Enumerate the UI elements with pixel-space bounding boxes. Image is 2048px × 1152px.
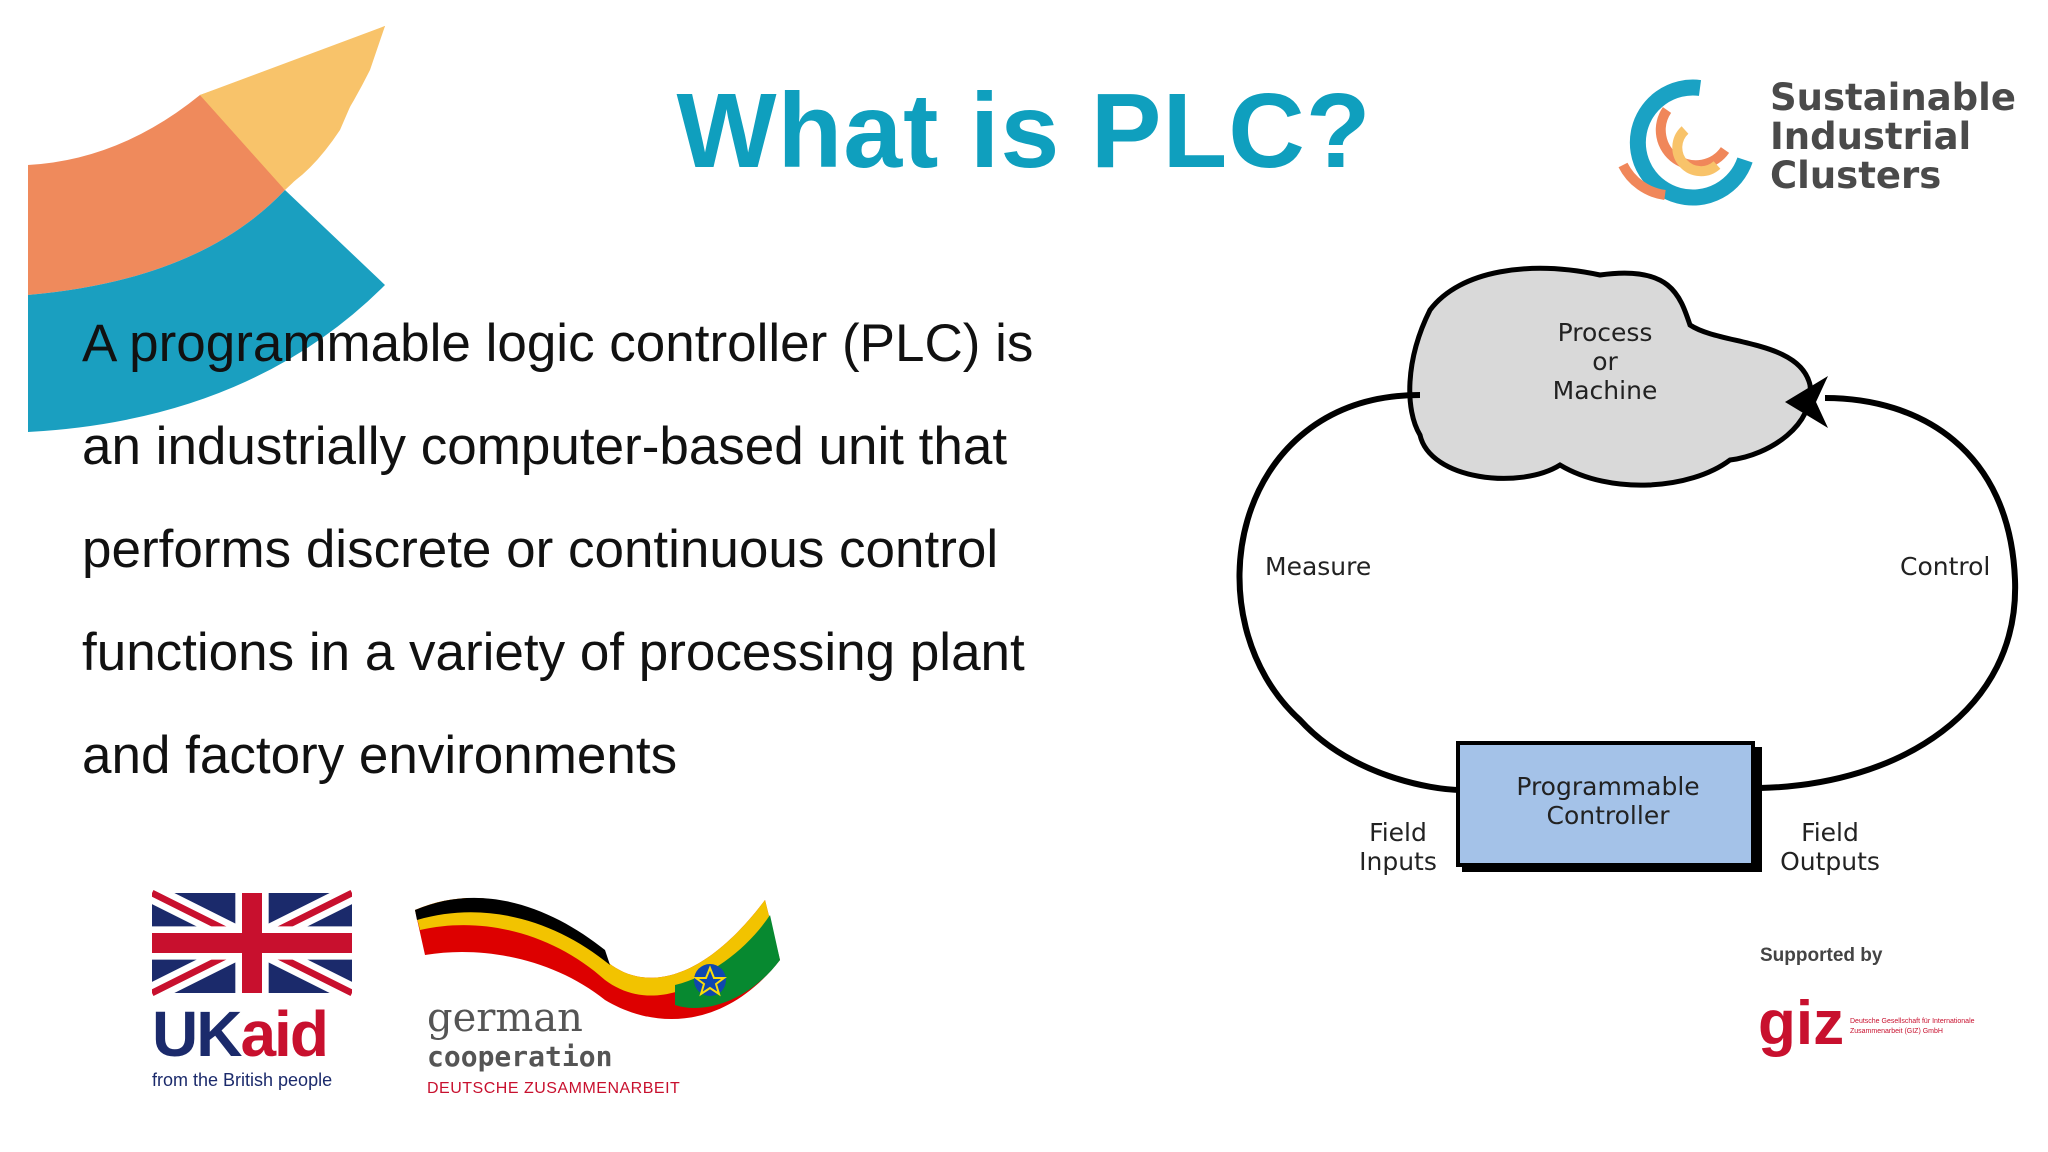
measure-arrow [1236,392,1463,793]
plc-loop-diagram: Process or Machine Programmable Controll… [1200,250,2040,900]
paragraph-line: performs discrete or continuous control [82,520,999,579]
ukaid-aid: aid [240,998,328,1070]
paragraph-line: an industrially computer-based unit that [82,417,1008,476]
paragraph-line: and factory environments [82,726,678,785]
control-arrow [1759,395,2019,791]
slide-title: What is PLC? [676,72,1372,190]
german-line2: cooperation [427,1040,613,1073]
supported-by-label: Supported by [1760,945,1883,966]
process-label: Process or Machine [1500,318,1710,405]
field-outputs-line: Field [1801,818,1859,847]
paragraph-line: functions in a variety of processing pla… [82,623,1025,682]
definition-paragraph: A programmable logic controller (PLC) is… [82,292,1142,807]
process-label-line: Process [1557,318,1653,347]
ukaid-logo: UKaid from the British people [120,870,370,1110]
logo-line: Clusters [1770,154,1942,197]
german-ethiopian-ribbon-icon [415,897,780,1020]
control-label: Control [1900,552,1991,581]
giz-brand: giz [1758,989,1845,1058]
process-cloud [1407,265,1813,488]
ukaid-tagline: from the British people [152,1070,333,1090]
field-inputs-label: Field Inputs [1348,818,1448,876]
logo-line: Industrial [1770,115,1972,158]
controller-label: Programmable Controller [1468,772,1748,830]
german-line3: DEUTSCHE ZUSAMMENARBEIT [427,1080,681,1097]
controller-box [1456,741,1755,867]
giz-logo: Supported by giz Deutsche Gesellschaft f… [1740,945,2020,1075]
measure-label: Measure [1265,552,1372,581]
logo-line: Sustainable [1770,76,2016,119]
decorative-arcs [28,26,385,432]
control-arrowhead [1785,376,1828,428]
sic-logo-text: Sustainable Industrial Clusters [1770,78,2016,195]
controller-label-line: Programmable [1516,772,1700,801]
giz-fine-print: Deutsche Gesellschaft für Internationale… [1850,1018,1975,1035]
process-label-line: Machine [1552,376,1658,405]
ukaid-uk: UK [152,998,242,1070]
field-outputs-line: Outputs [1780,847,1880,876]
german-line1: german [427,995,583,1041]
field-inputs-line: Inputs [1359,847,1437,876]
process-label-line: or [1592,347,1618,376]
german-cooperation-logo: german cooperation DEUTSCHE ZUSAMMENARBE… [405,890,825,1110]
paragraph-line: A programmable logic controller (PLC) is [82,314,1034,373]
sic-logo-icon [1618,79,1753,206]
controller-label-line: Controller [1546,801,1670,830]
field-outputs-label: Field Outputs [1770,818,1890,876]
field-inputs-line: Field [1369,818,1427,847]
union-jack-icon [152,888,352,998]
